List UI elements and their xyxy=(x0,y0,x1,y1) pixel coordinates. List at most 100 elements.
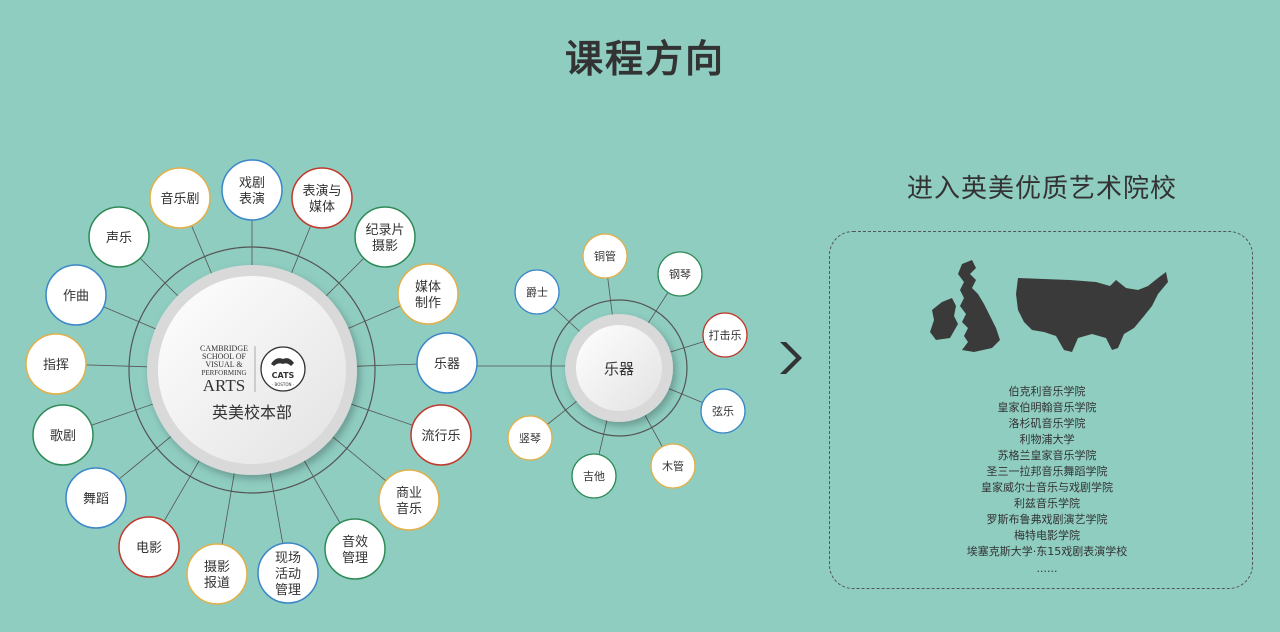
course-node-circle xyxy=(45,264,107,326)
school-item: 皇家威尔士音乐与戏剧学院 xyxy=(981,481,1113,494)
schools-box xyxy=(829,231,1253,589)
course-node-label: 歌剧 xyxy=(50,429,76,444)
uk-us-map-icon xyxy=(930,260,1168,352)
course-node[interactable]: 音乐剧 xyxy=(149,167,211,229)
course-node-circle xyxy=(291,167,353,229)
course-node-label: 管理 xyxy=(342,551,368,566)
course-node-circle xyxy=(378,469,440,531)
course-node-label: 电影 xyxy=(136,541,162,556)
main-ring xyxy=(128,246,376,494)
course-node[interactable]: 声乐 xyxy=(88,206,150,268)
logo-line: CAMBRIDGE xyxy=(200,344,248,353)
cambridge-school-logo: CAMBRIDGE SCHOOL OF VISUAL & PERFORMING … xyxy=(200,344,248,395)
course-node[interactable]: 舞蹈 xyxy=(65,467,127,529)
course-node[interactable]: 作曲 xyxy=(45,264,107,326)
instrument-node-circle xyxy=(650,443,696,489)
instrument-node[interactable]: 竖琴 xyxy=(507,415,553,461)
badge-sub-text: · BOSTON · xyxy=(272,382,294,387)
school-item: 皇家伯明翰音乐学院 xyxy=(997,401,1097,414)
course-node-label: 活动 xyxy=(275,567,301,582)
right-title: 进入英美优质艺术院校 xyxy=(906,174,1177,204)
course-node-label: 媒体 xyxy=(309,200,335,215)
instrument-node[interactable]: 钢琴 xyxy=(657,251,703,297)
course-node-label: 音乐 xyxy=(396,501,422,517)
course-node-label: 纪录片 xyxy=(365,223,404,238)
course-node-label: 商业 xyxy=(396,486,422,501)
instrument-node[interactable]: 铜管 xyxy=(582,233,628,279)
course-node-label: 现场 xyxy=(275,551,301,566)
course-node-label: 摄影 xyxy=(372,239,398,254)
instrument-node-circle xyxy=(657,251,703,297)
instrument-node-circle xyxy=(582,233,628,279)
school-item: 伯克利音乐学院 xyxy=(1008,385,1086,398)
course-node-circle xyxy=(354,206,416,268)
course-node-circle xyxy=(410,404,472,466)
course-node-circle xyxy=(65,467,127,529)
course-node[interactable]: 流行乐 xyxy=(410,404,472,466)
course-node-label: 舞蹈 xyxy=(83,492,109,507)
instrument-node-label: 弦乐 xyxy=(712,404,734,418)
course-node[interactable]: 戏剧表演 xyxy=(221,159,283,221)
course-node-label: 作曲 xyxy=(63,289,89,304)
course-node-label: 流行乐 xyxy=(421,429,460,444)
course-node-label: 表演 xyxy=(239,191,265,207)
instrument-node-label: 爵士 xyxy=(526,285,548,299)
instrument-node[interactable]: 弦乐 xyxy=(700,388,746,434)
course-node-label: 戏剧 xyxy=(239,176,265,191)
instrument-node-label: 竖琴 xyxy=(519,432,541,445)
school-list: 伯克利音乐学院皇家伯明翰音乐学院洛杉矶音乐学院利物浦大学苏格兰皇家音乐学院圣三一… xyxy=(829,384,1265,560)
course-node-label: 管理 xyxy=(275,583,301,598)
chevron-right-icon xyxy=(780,342,802,374)
instrument-node[interactable]: 吉他 xyxy=(571,453,617,499)
logo-line: SCHOOL OF xyxy=(202,352,246,361)
course-node-label: 媒体 xyxy=(415,280,441,295)
logo-arts: ARTS xyxy=(203,376,245,395)
school-item: 罗斯布鲁弗戏剧演艺学院 xyxy=(986,513,1108,526)
course-nodes: 戏剧表演表演与媒体纪录片摄影媒体制作乐器流行乐商业音乐音效管理现场活动管理摄影报… xyxy=(25,159,478,605)
instrument-hub-label: 乐器 xyxy=(604,360,634,378)
instrument-node[interactable]: 木管 xyxy=(650,443,696,489)
course-node-label: 摄影 xyxy=(204,560,230,575)
course-node-circle xyxy=(221,159,283,221)
school-item: 利兹音乐学院 xyxy=(1014,497,1080,510)
course-node-circle xyxy=(25,333,87,395)
course-node-label: 声乐 xyxy=(106,231,132,246)
course-node-circle xyxy=(397,263,459,325)
school-item: 利物浦大学 xyxy=(1019,433,1075,446)
course-node[interactable]: 歌剧 xyxy=(32,404,94,466)
course-node[interactable]: 指挥 xyxy=(25,333,87,395)
course-node[interactable]: 乐器 xyxy=(416,332,478,394)
course-node[interactable]: 电影 xyxy=(118,516,180,578)
course-node-circle xyxy=(186,543,248,605)
course-node-label: 乐器 xyxy=(434,357,460,372)
course-node-label: 表演与 xyxy=(302,183,341,199)
instrument-node[interactable]: 爵士 xyxy=(514,269,560,315)
ellipsis-text: ...... xyxy=(1036,562,1058,575)
course-node-circle xyxy=(32,404,94,466)
course-node-circle xyxy=(257,542,319,604)
school-item: 圣三一拉邦音乐舞蹈学院 xyxy=(986,465,1108,478)
school-item: 洛杉矶音乐学院 xyxy=(1008,417,1086,430)
school-item: 埃塞克斯大学·东15戏剧表演学校 xyxy=(966,545,1128,558)
instrument-node[interactable]: 打击乐 xyxy=(702,312,748,358)
page-title: 课程方向 xyxy=(564,37,725,81)
main-hub: CAMBRIDGE SCHOOL OF VISUAL & PERFORMING … xyxy=(147,265,357,475)
course-node-label: 指挥 xyxy=(43,358,69,373)
course-diagram: CAMBRIDGE SCHOOL OF VISUAL & PERFORMING … xyxy=(25,159,748,605)
school-item: 梅特电影学院 xyxy=(1014,529,1080,542)
cats-badge: CATS · BOSTON · xyxy=(260,346,306,392)
course-node-label: 音效 xyxy=(342,534,368,550)
course-node-circle xyxy=(149,167,211,229)
lion-icon xyxy=(271,358,294,366)
instrument-node-label: 铜管 xyxy=(594,249,616,263)
course-node-circle xyxy=(324,518,386,580)
main-hub-label: 英美校本部 xyxy=(212,403,292,422)
